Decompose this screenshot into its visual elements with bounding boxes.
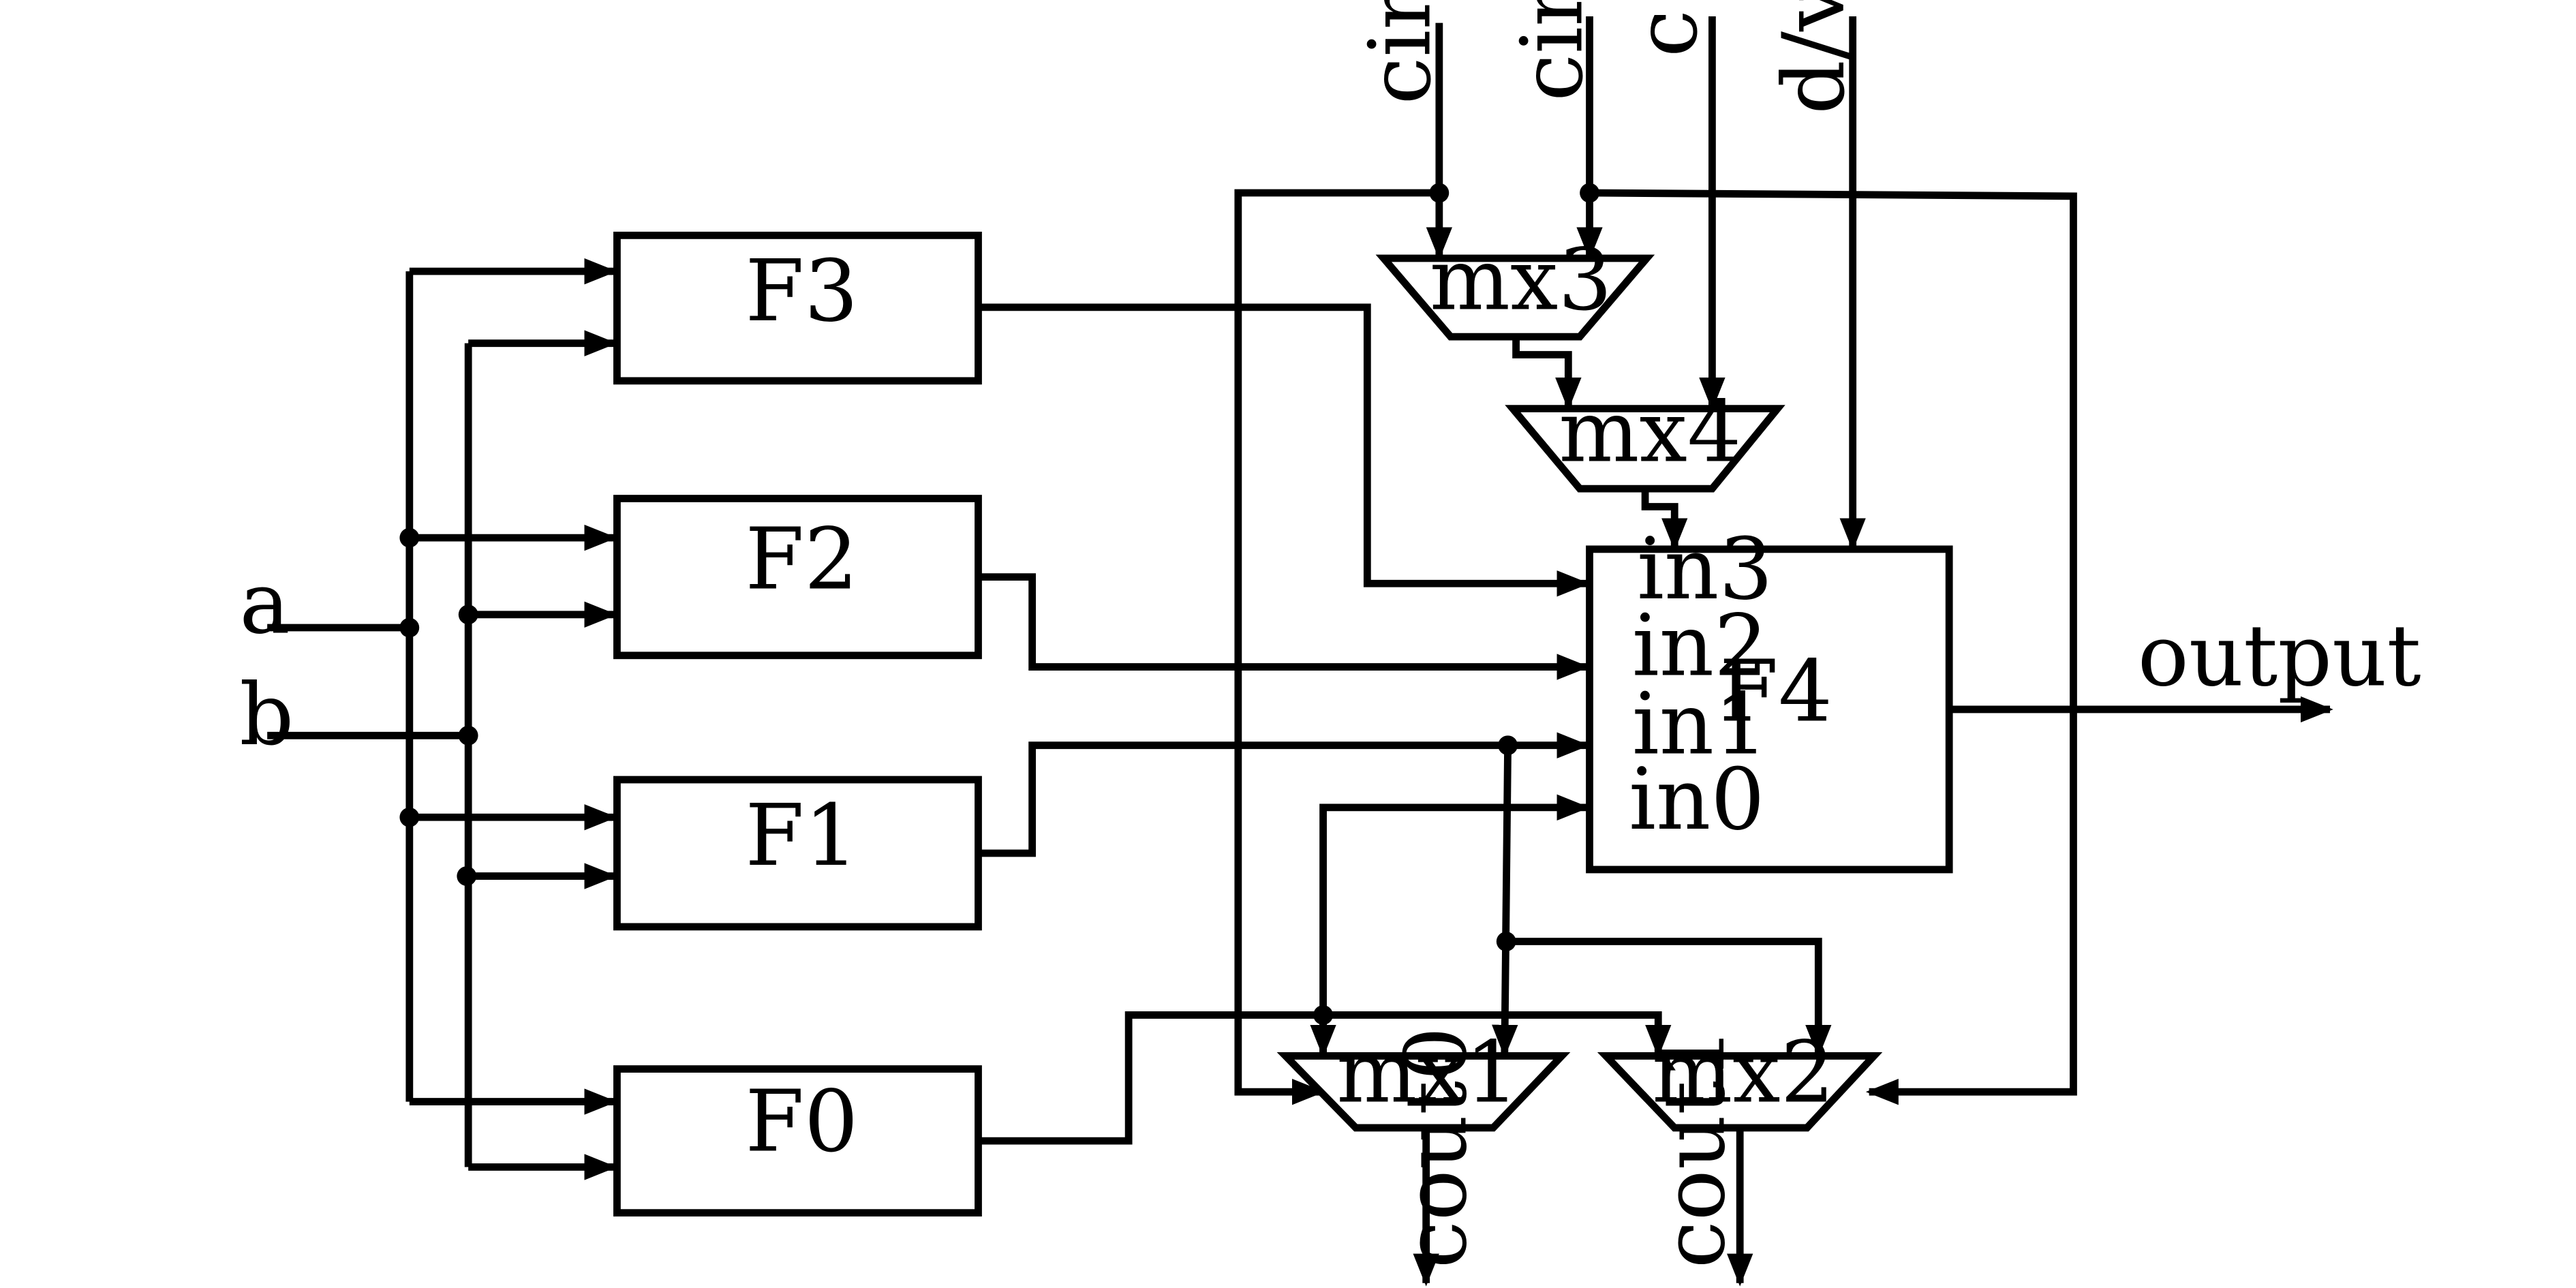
- f3-to-in3-wire: [978, 303, 1590, 597]
- f4-in1-label: in1: [1632, 675, 1768, 774]
- output-label: output: [2138, 607, 2421, 705]
- c-label: c: [1617, 10, 1716, 57]
- in0-wire: [1319, 794, 1590, 1055]
- input-b-wires: [267, 330, 617, 1180]
- f3-label: F3: [746, 242, 859, 341]
- cout1-label: cout1: [1645, 1026, 1744, 1268]
- cin0-to-mx1-wire: [1234, 189, 1439, 1105]
- mx1-label: mx1: [1336, 1024, 1519, 1122]
- f0-label: F0: [746, 1073, 859, 1171]
- block-f0: [613, 1065, 982, 1217]
- mx3-to-mx4-wire: [1512, 337, 1582, 411]
- f4-in2-label: in2: [1632, 597, 1768, 696]
- f4-label: F4: [1719, 643, 1833, 741]
- mx4-label: mx4: [1559, 382, 1741, 481]
- input-b-label: b: [239, 665, 294, 764]
- lower-junctions: [1313, 735, 1518, 1025]
- cin1-label: cin1: [1503, 0, 1602, 102]
- f1-to-in1-wire: [978, 732, 1590, 857]
- mx2-label: mx2: [1652, 1024, 1835, 1122]
- input-a-wires: [267, 258, 617, 1115]
- cout0-label: cout0: [1387, 1026, 1486, 1268]
- mx3-label: mx3: [1430, 230, 1612, 329]
- in1-to-mx2-wire: [1506, 938, 1832, 1058]
- input-a-label: a: [239, 554, 290, 653]
- input-junctions: [399, 527, 478, 886]
- block-f3: [613, 231, 982, 385]
- f1-label: F1: [746, 786, 859, 885]
- cin1-to-mx2-wire: [1589, 189, 2077, 1105]
- block-f1: [613, 776, 982, 931]
- top-junctions: [1429, 183, 1599, 203]
- f4-in3-label: in3: [1637, 520, 1773, 619]
- mx4-to-f4-wire: [1641, 489, 1688, 551]
- block-f2: [613, 495, 982, 660]
- block-f4: [1586, 545, 1953, 874]
- mux-mx4: [1505, 405, 1785, 493]
- d-vdd-label: d/vdd: [1764, 0, 1863, 114]
- f0-to-mux-wire: [978, 1011, 1672, 1145]
- f4-in0-label: in0: [1629, 750, 1765, 849]
- f2-to-in2-wire: [978, 573, 1590, 680]
- mux-mx2: [1597, 1052, 1883, 1132]
- mux-mx3: [1375, 254, 1655, 341]
- f2-label: F2: [746, 510, 859, 609]
- in1-to-mx1-wire: [1492, 745, 1518, 1058]
- mux-mx1: [1276, 1052, 1571, 1132]
- cin0-label: cin0: [1351, 0, 1450, 105]
